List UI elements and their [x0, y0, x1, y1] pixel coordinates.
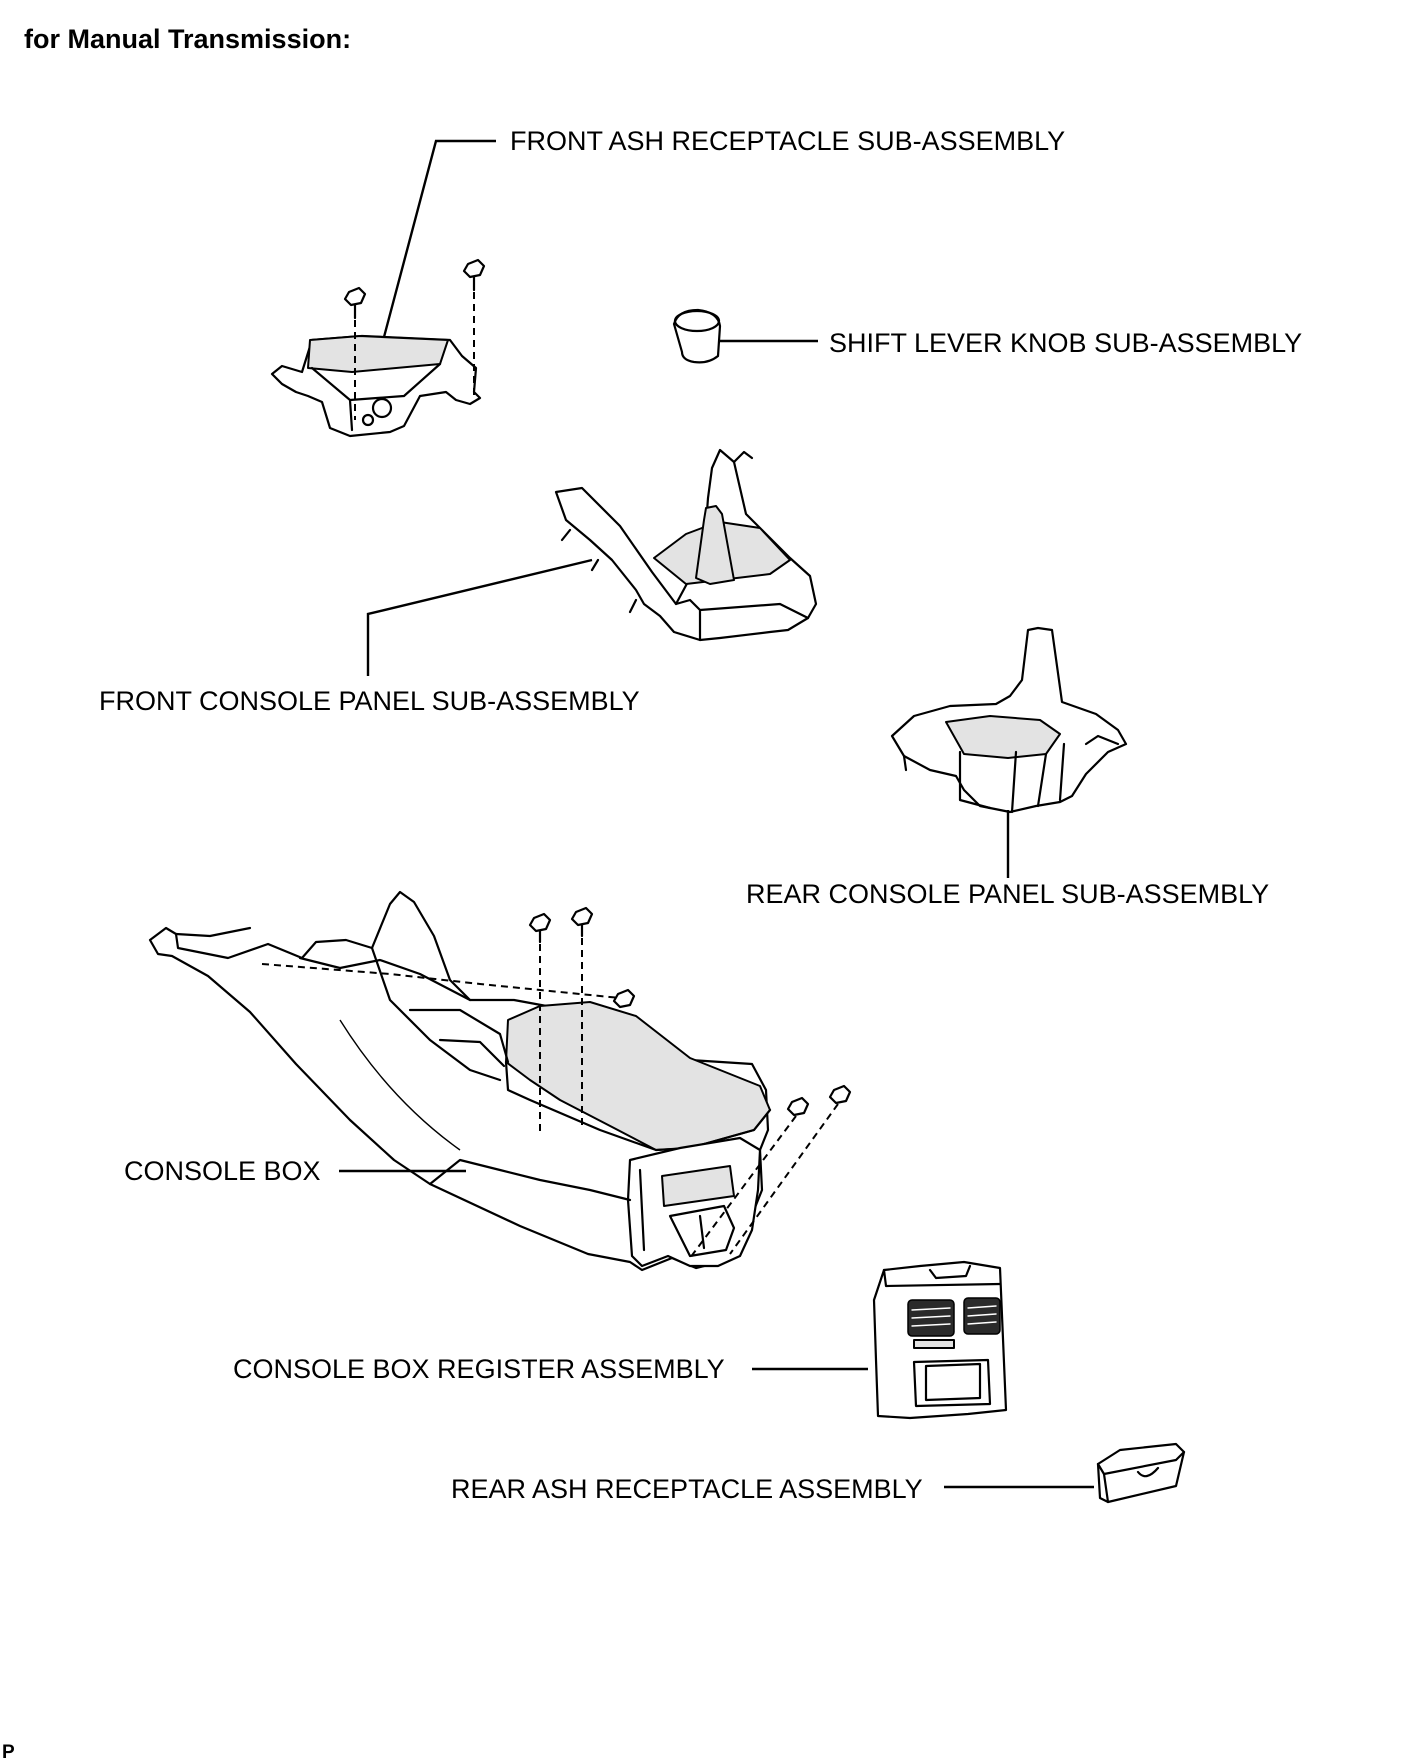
console-box-register-drawing — [752, 1260, 1008, 1420]
rear-console-panel-drawing — [890, 626, 1128, 878]
diagram-heading: for Manual Transmission: — [24, 24, 352, 54]
front-console-panel-drawing — [366, 448, 818, 676]
rear-ash-receptacle-drawing — [944, 1442, 1186, 1504]
footer-code: P — [2, 1742, 15, 1763]
shift-lever-knob-drawing — [672, 308, 818, 364]
label-console-box-register: CONSOLE BOX REGISTER ASSEMBLY — [233, 1354, 725, 1384]
label-front-console-panel: FRONT CONSOLE PANEL SUB-ASSEMBLY — [99, 686, 640, 716]
label-console-box: CONSOLE BOX — [124, 1156, 321, 1186]
front-ash-receptacle-drawing — [270, 139, 496, 438]
label-rear-console-panel: REAR CONSOLE PANEL SUB-ASSEMBLY — [746, 879, 1270, 909]
label-rear-ash-receptacle: REAR ASH RECEPTACLE ASSEMBLY — [451, 1474, 923, 1504]
label-shift-lever-knob: SHIFT LEVER KNOB SUB-ASSEMBLY — [829, 328, 1303, 358]
console-box-drawing — [148, 890, 852, 1272]
label-front-ash-receptacle: FRONT ASH RECEPTACLE SUB-ASSEMBLY — [510, 126, 1066, 156]
